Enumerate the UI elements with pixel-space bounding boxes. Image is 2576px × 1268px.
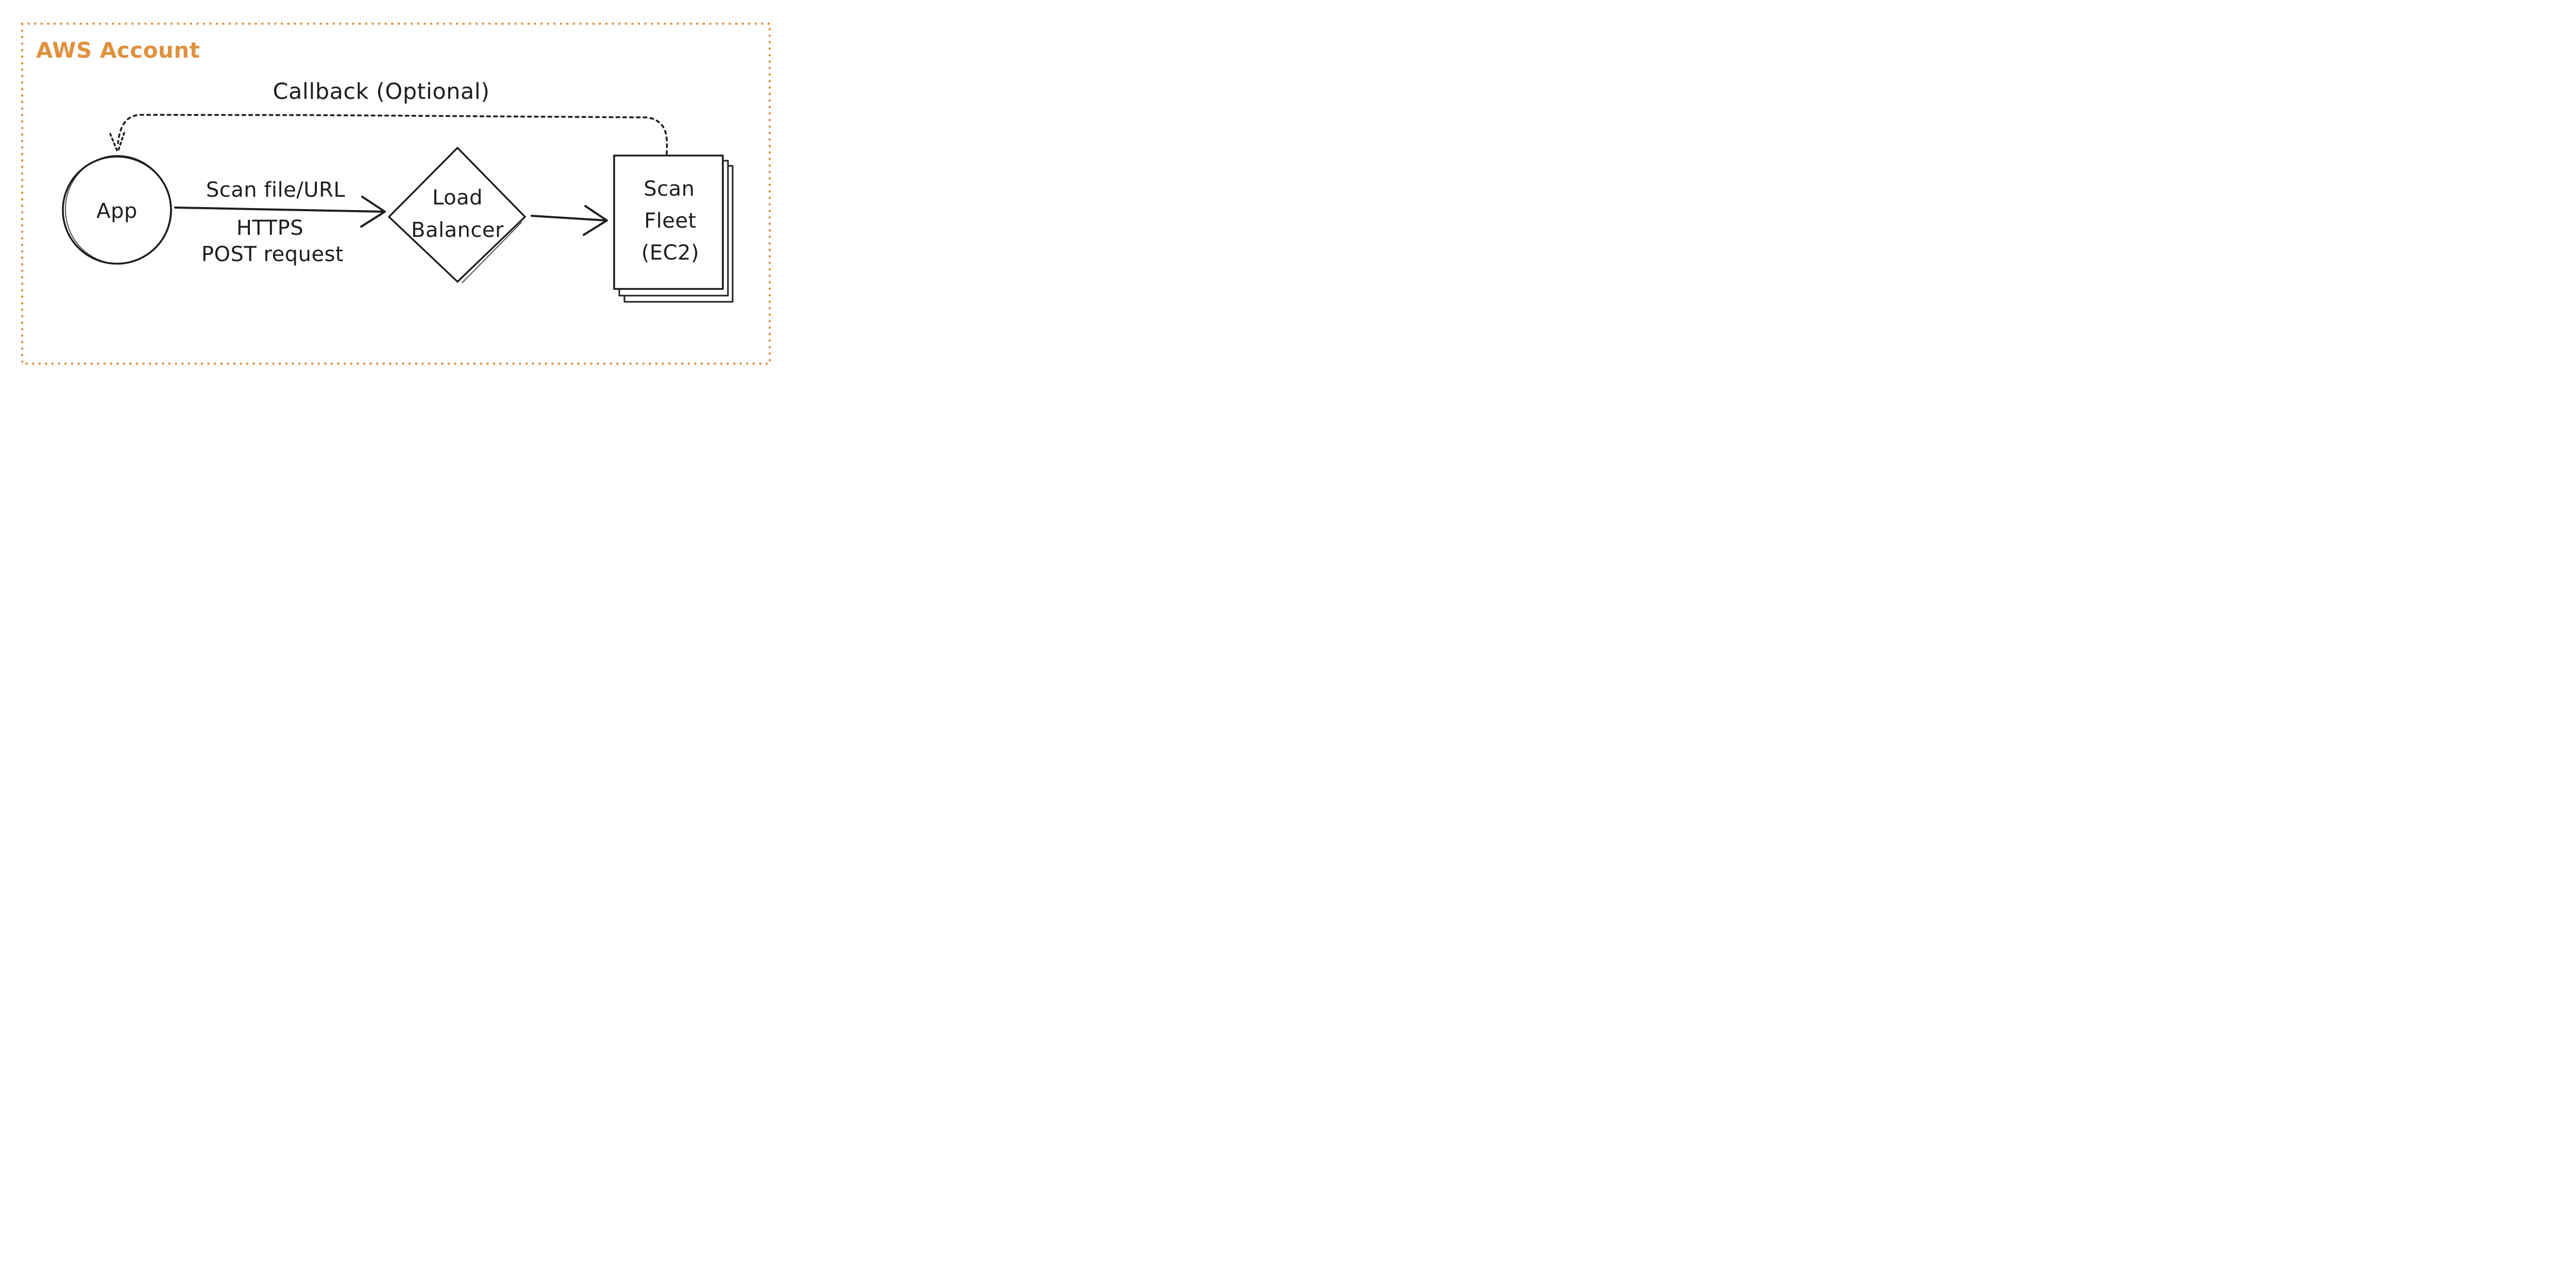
aws-account-label: AWS Account: [36, 38, 200, 63]
app-circle-sketch-line: [64, 155, 171, 264]
scan-request-line: [174, 207, 385, 213]
scan-request-label-https: HTTPS: [236, 216, 303, 240]
aws-account-border: [21, 22, 771, 365]
scan-fleet-label-line2: Fleet: [644, 209, 697, 233]
scan-request-arrowhead: [360, 196, 386, 228]
app-label: App: [96, 199, 138, 223]
edge-scan-request: Scan file/URL HTTPS POST request: [174, 178, 386, 266]
callback-arrowhead-left-wing: [109, 133, 118, 151]
callback-dotted-line: [117, 114, 668, 155]
diagram-svg: AWS Account Callback (Optional) App Scan…: [21, 22, 771, 365]
scan-fleet-rect: [613, 155, 724, 290]
callback-arrowhead-right-wing: [117, 132, 125, 151]
node-load-balancer: Load Balancer: [388, 147, 526, 283]
load-balancer-diamond: [388, 147, 526, 283]
load-balancer-label-line1: Load: [432, 186, 483, 210]
edge-lb-to-fleet: [531, 205, 608, 236]
scan-fleet-label-line1: Scan: [643, 177, 694, 201]
lb-to-fleet-arrowhead: [583, 205, 608, 236]
node-app: App: [62, 155, 172, 265]
load-balancer-sketch-line-bottom: [462, 222, 522, 283]
lb-to-fleet-line: [531, 215, 607, 221]
callback-edge-label: Callback (Optional): [273, 79, 490, 105]
scan-request-label-post: POST request: [201, 243, 344, 266]
load-balancer-sketch-line-top: [393, 150, 455, 213]
load-balancer-label-line2: Balancer: [411, 218, 504, 242]
scan-fleet-label-line3: (EC2): [641, 241, 699, 265]
edge-callback: Callback (Optional): [109, 79, 668, 155]
scan-request-label-above: Scan file/URL: [206, 178, 345, 202]
diagram-canvas: AWS Account Callback (Optional) App Scan…: [0, 0, 791, 388]
node-scan-fleet: Scan Fleet (EC2): [613, 155, 734, 303]
